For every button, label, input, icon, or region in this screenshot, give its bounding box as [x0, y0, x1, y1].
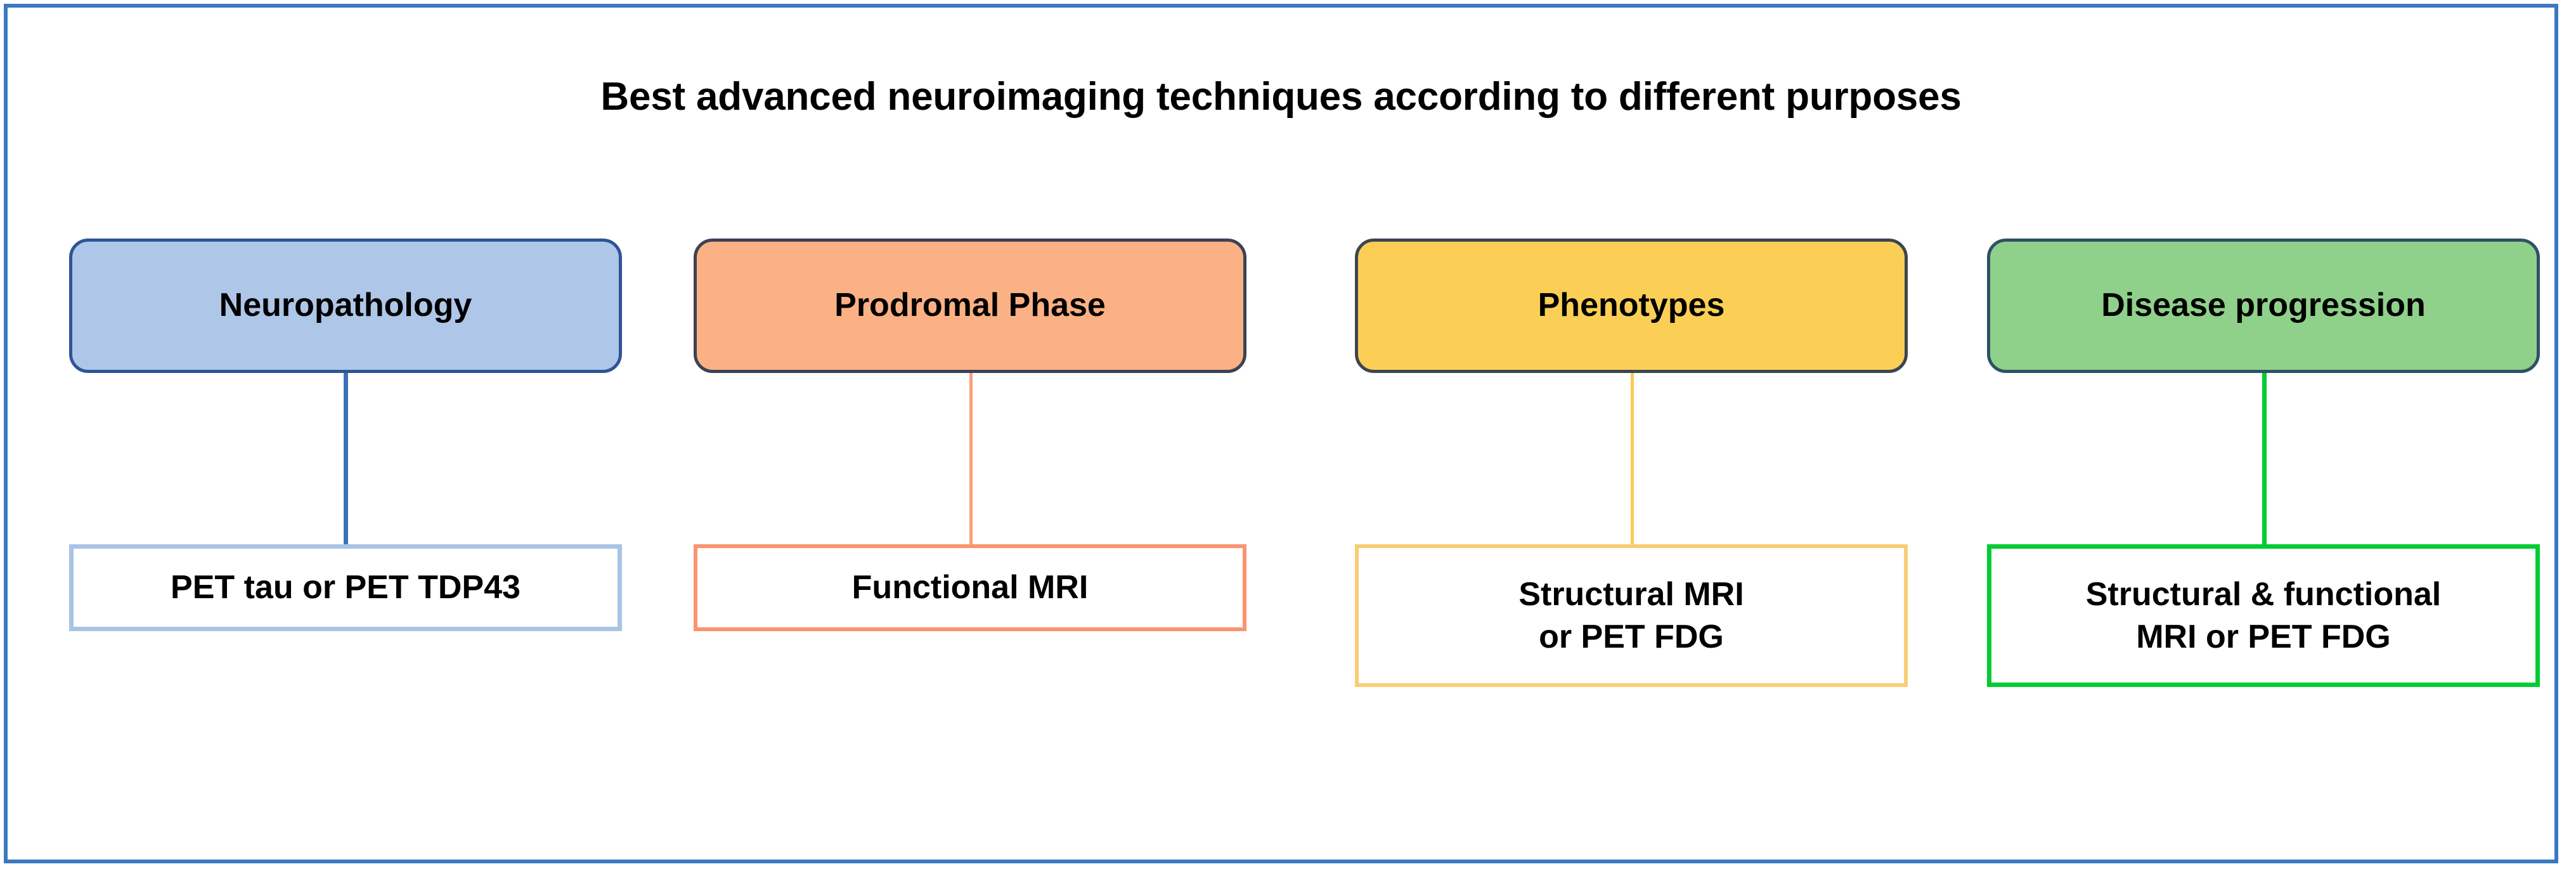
technique-label-neuropathology: PET tau or PET TDP43	[171, 569, 521, 606]
connector-line-neuropathology	[344, 373, 348, 544]
technique-label-disease-progression-line1: Structural & functional	[2085, 575, 2442, 613]
technique-box-prodromal-phase[interactable]: Functional MRI	[694, 544, 1246, 631]
technique-box-neuropathology[interactable]: PET tau or PET TDP43	[69, 544, 622, 631]
technique-label-disease-progression-line2: MRI or PET FDG	[2136, 618, 2391, 655]
figure-title: Best advanced neuroimaging techniques ac…	[600, 75, 1962, 119]
purpose-box-phenotypes[interactable]: Phenotypes	[1355, 239, 1908, 373]
column-neuropathology: Neuropathology PET tau or PET TDP43	[69, 8, 622, 860]
technique-label-phenotypes-line2: or PET FDG	[1539, 618, 1724, 655]
connector-line-phenotypes	[1631, 373, 1634, 544]
column-disease-progression: Disease progression Structural & functio…	[1987, 8, 2540, 860]
technique-label-disease-progression: Structural & functional MRI or PET FDG	[2086, 573, 2441, 658]
purpose-label-neuropathology: Neuropathology	[219, 287, 472, 324]
technique-label-phenotypes: Structural MRI or PET FDG	[1518, 573, 1744, 658]
purpose-label-disease-progression: Disease progression	[2101, 287, 2426, 324]
technique-label-phenotypes-line1: Structural MRI	[1518, 575, 1744, 613]
purpose-label-phenotypes: Phenotypes	[1537, 287, 1725, 324]
purpose-box-disease-progression[interactable]: Disease progression	[1987, 239, 2540, 373]
column-phenotypes: Phenotypes Structural MRI or PET FDG	[1355, 8, 1908, 860]
purpose-box-prodromal-phase[interactable]: Prodromal Phase	[694, 239, 1246, 373]
purpose-box-neuropathology[interactable]: Neuropathology	[69, 239, 622, 373]
column-prodromal-phase: Prodromal Phase Functional MRI	[694, 8, 1246, 860]
technique-label-prodromal-phase: Functional MRI	[851, 569, 1089, 606]
connector-line-prodromal-phase	[969, 373, 973, 544]
technique-box-phenotypes[interactable]: Structural MRI or PET FDG	[1355, 544, 1908, 687]
purpose-label-prodromal-phase: Prodromal Phase	[834, 287, 1106, 324]
technique-box-disease-progression[interactable]: Structural & functional MRI or PET FDG	[1987, 544, 2540, 687]
figure-frame: Best advanced neuroimaging techniques ac…	[4, 4, 2558, 863]
connector-line-disease-progression	[2262, 373, 2267, 544]
